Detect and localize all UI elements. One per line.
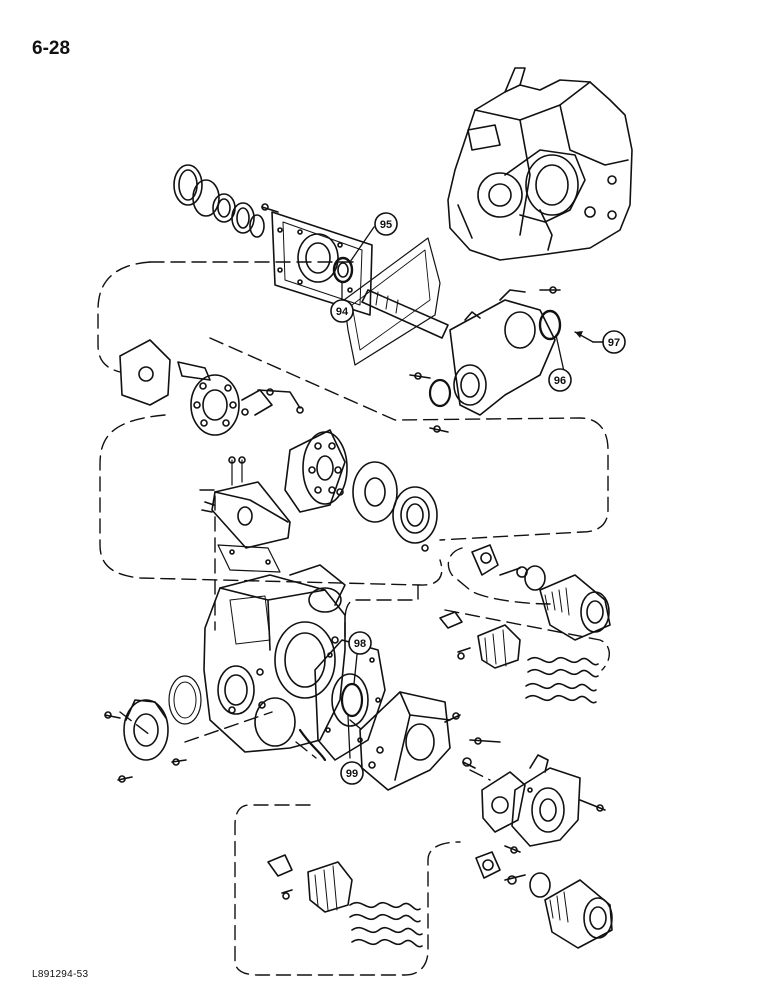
figure-code: L891294-53 [32,969,89,980]
valve-plates [119,339,304,436]
callout-95: 95 [374,212,398,236]
cylinder-block-group [284,429,438,552]
assembled-pump [447,67,633,261]
callout-97: 97 [592,330,626,354]
relief-valve-upper [471,544,611,641]
charge-pump-block [359,691,501,791]
callout-95-label: 95 [380,219,392,231]
callouts: 95 94 97 96 98 99 [330,212,626,785]
page-number: 6-28 [32,38,71,59]
callout-99-label: 99 [346,768,358,780]
swashplate-group [409,286,562,433]
dashed-assembly-lines [97,261,610,976]
relief-valve-lower [475,851,613,949]
gerotor-pump [481,754,606,854]
end-cover [104,675,202,783]
front-cover-group [173,164,449,366]
callout-98: 98 [348,631,372,655]
callout-94: 94 [330,299,354,323]
rear-plate-group [314,639,386,761]
control-valve-block [201,456,291,573]
callout-97-label: 97 [608,337,620,349]
callout-98-label: 98 [354,638,366,650]
callout-96-label: 96 [554,375,566,387]
callout-94-label: 94 [336,306,349,318]
callout-99: 99 [340,761,364,785]
springs-middle [439,611,599,704]
callout-96: 96 [548,368,572,392]
callout-leaders [341,226,594,759]
springs-lower [267,854,423,948]
pump-housing [203,564,346,762]
callout-97-arrow [575,331,583,338]
